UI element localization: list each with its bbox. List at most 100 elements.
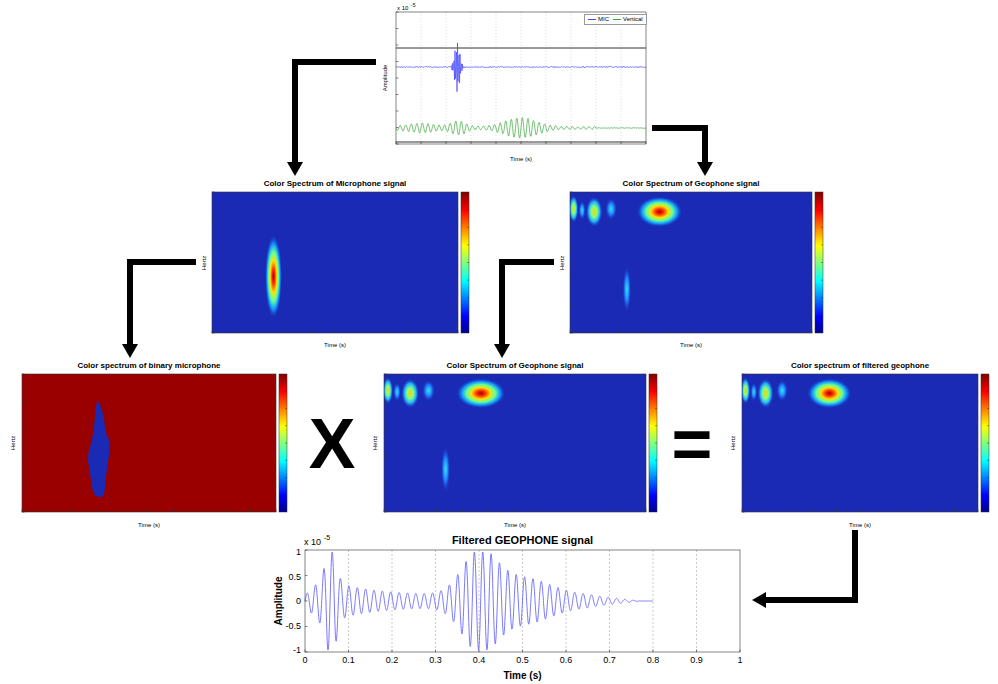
grid-line — [421, 12, 422, 144]
legend-swatch — [613, 19, 621, 20]
tick-mark — [821, 315, 823, 316]
tick-label: 0.7 — [603, 656, 616, 665]
tick-mark — [987, 408, 989, 409]
tick-label: 0 — [302, 656, 307, 665]
tick-mark — [653, 650, 654, 653]
grid-line — [435, 550, 436, 652]
tick-mark — [384, 374, 387, 375]
plot-panel: Filtered GEOPHONE signalAmplitudeTime (s… — [268, 532, 752, 682]
axis-exponent: x 10 — [397, 5, 408, 11]
tick-mark — [812, 331, 813, 334]
tick-mark — [212, 333, 215, 334]
tick-mark — [987, 460, 989, 461]
spectrogram-ground — [212, 192, 458, 333]
tick-label: -0.5 — [285, 621, 301, 630]
tick-mark — [396, 144, 399, 145]
tick-label: 0.8 — [647, 656, 660, 665]
tick-mark — [655, 477, 657, 478]
tick-mark — [212, 220, 215, 221]
plot-panel: Color spectrum of binary microphoneHertz… — [2, 358, 294, 530]
energy-blob — [265, 234, 282, 319]
grid-line — [392, 550, 393, 652]
grid-line — [471, 12, 472, 144]
tick-mark — [742, 374, 745, 375]
energy-blob — [750, 382, 757, 401]
flow-arrow — [502, 262, 554, 344]
energy-blob — [456, 378, 506, 408]
tick-mark — [978, 510, 979, 513]
tick-mark — [570, 192, 573, 193]
grid-line — [596, 12, 597, 144]
tick-mark — [488, 510, 489, 513]
tick-mark — [285, 331, 286, 334]
tick-mark — [821, 244, 823, 245]
tick-mark — [987, 391, 989, 392]
tick-label: 1 — [296, 548, 301, 557]
tick-mark — [821, 209, 823, 210]
flow-arrow — [130, 262, 196, 344]
spectrogram-ground — [22, 374, 276, 512]
tick-mark — [742, 510, 743, 513]
tick-mark — [521, 142, 522, 145]
tick-label: 1 — [737, 656, 742, 665]
tick-mark — [907, 510, 908, 513]
axis-label: Time (s) — [680, 342, 702, 349]
tick-mark — [285, 477, 287, 478]
tick-mark — [742, 401, 745, 402]
axes-frame — [212, 192, 458, 333]
tick-mark — [567, 510, 568, 513]
tick-mark — [98, 510, 99, 513]
tick-mark — [467, 244, 469, 245]
tick-mark — [305, 575, 308, 576]
tick-mark — [596, 142, 597, 145]
tick-mark — [22, 456, 25, 457]
tick-mark — [609, 650, 610, 653]
axis-label: Hertz — [559, 255, 566, 269]
spectrogram — [22, 374, 287, 512]
tick-mark — [212, 192, 215, 193]
tick-mark — [655, 425, 657, 426]
tick-mark — [123, 510, 124, 513]
tick-mark — [541, 510, 542, 513]
energy-blob — [393, 382, 401, 401]
energy-blob — [807, 378, 852, 408]
tick-mark — [310, 331, 311, 334]
tick-mark — [22, 401, 25, 402]
plot-title: Color Spectrum of Geophone signal — [623, 180, 760, 189]
tick-mark — [285, 391, 287, 392]
plot-panel: Color Spectrum of Geophone signalHertzTi… — [554, 176, 832, 350]
axis-label: Time (s) — [504, 522, 526, 529]
axes-frame — [570, 192, 812, 333]
axis-label: Hertz — [730, 436, 737, 450]
tick-mark — [392, 650, 393, 653]
tick-mark — [396, 94, 399, 95]
tick-mark — [396, 61, 399, 62]
tick-mark — [199, 510, 200, 513]
grid-line — [446, 12, 447, 144]
flow-arrow — [652, 128, 705, 162]
tick-mark — [821, 262, 823, 263]
tick-label: 0.2 — [386, 656, 399, 665]
colorbar — [279, 374, 287, 512]
legend-text: MIC — [598, 16, 609, 23]
axes-frame — [742, 374, 978, 512]
plot-title: Color spectrum of binary microphone — [77, 362, 220, 371]
tick-mark — [212, 331, 213, 334]
tick-mark — [359, 331, 360, 334]
plot-title: Filtered GEOPHONE signal — [452, 534, 593, 546]
tick-mark — [396, 78, 399, 79]
tick-mark — [570, 248, 573, 249]
tick-mark — [655, 494, 657, 495]
mask-region — [88, 401, 110, 497]
tick-mark — [522, 650, 523, 653]
tick-mark — [408, 331, 409, 334]
tick-mark — [467, 209, 469, 210]
plot-title: Color Spectrum of Microphone signal — [264, 180, 407, 189]
tick-label: 0.5 — [288, 572, 301, 581]
axes-ground — [396, 12, 646, 144]
grid-line — [609, 550, 610, 652]
tick-mark — [467, 315, 469, 316]
tick-mark — [22, 512, 25, 513]
tick-mark — [467, 280, 469, 281]
energy-blob — [586, 196, 603, 227]
